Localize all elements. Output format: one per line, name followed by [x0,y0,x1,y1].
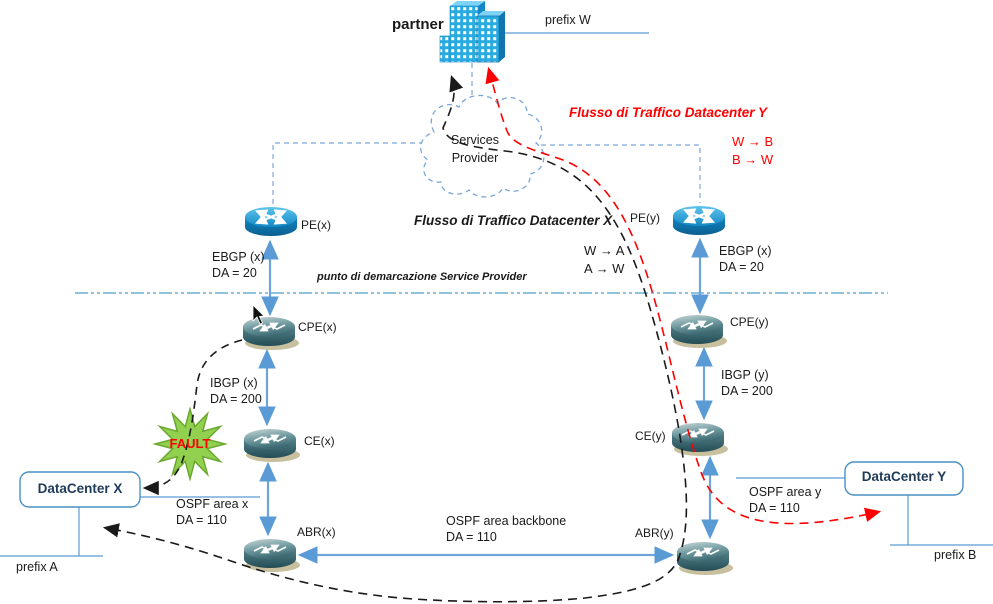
ce-x-router-icon [244,429,300,462]
ospf-y-name: OSPF area y [749,485,822,499]
pe-x-label: PE(x) [301,218,331,232]
ebgp-x-da: DA = 20 [212,266,257,280]
ebgp-x-name: EBGP (x) [212,250,265,264]
ce-x-label: CE(x) [304,434,335,448]
cloud-label-line1: Services [451,133,499,147]
partner-building-icon [439,1,505,63]
ospf-backbone-name: OSPF area backbone [446,514,567,528]
prefix-a-label: prefix A [16,560,58,574]
cpe-x-router-icon [243,317,299,350]
abr-y-router-icon [677,542,733,575]
ibgp-x-name: IBGP (x) [210,376,258,390]
partner-label: partner [392,16,444,33]
pe-y-router-icon [673,206,725,235]
datacenter-y-label: DataCenter Y [861,469,947,484]
abr-y-label: ABR(y) [635,526,674,540]
fault-label: FAULT [169,436,211,451]
flow-y-pair2: B → W [732,152,774,167]
ibgp-y-da: DA = 200 [721,384,773,398]
prefix-b-label: prefix B [934,548,977,562]
mouse-cursor-icon [252,304,265,325]
datacenter-x-label: DataCenter X [37,481,123,496]
prefix-w-label: prefix W [545,13,591,27]
flow-x-pair2: A → W [584,261,625,276]
flow-x-title: Flusso di Traffico Datacenter X [414,213,613,228]
ospf-y-da: DA = 110 [749,501,800,515]
abr-x-label: ABR(x) [297,525,336,539]
ospf-x-name: OSPF area x [176,497,249,511]
cpe-x-label: CPE(x) [298,320,337,334]
ibgp-x-da: DA = 200 [210,392,262,406]
fault-path [142,339,243,496]
flow-datacenter-y-path [485,66,882,525]
flow-y-pair1: W → B [732,134,774,149]
cloud-label-line2: Provider [451,151,499,165]
pe-x-cloud-connector [272,142,424,204]
ospf-x-da: DA = 110 [176,513,227,527]
ibgp-y-name: IBGP (y) [721,368,769,382]
cpe-y-router-icon [671,315,727,348]
flow-x-pair1: W → A [584,243,625,258]
demarcation-label: punto di demarcazione Service Provider [317,271,527,283]
ebgp-y-da: DA = 20 [719,260,764,274]
ce-y-label: CE(y) [635,429,666,443]
abr-x-router-icon [244,539,300,572]
flow-y-title: Flusso di Traffico Datacenter Y [569,105,768,120]
cpe-y-label: CPE(y) [730,315,769,329]
pe-x-router-icon [245,207,297,236]
protocol-arrows [258,237,719,564]
ebgp-y-name: EBGP (x) [719,244,772,258]
pe-y-cloud-connector [532,144,701,203]
pe-y-label: PE(y) [630,211,660,225]
ospf-backbone-da: DA = 110 [446,530,497,544]
